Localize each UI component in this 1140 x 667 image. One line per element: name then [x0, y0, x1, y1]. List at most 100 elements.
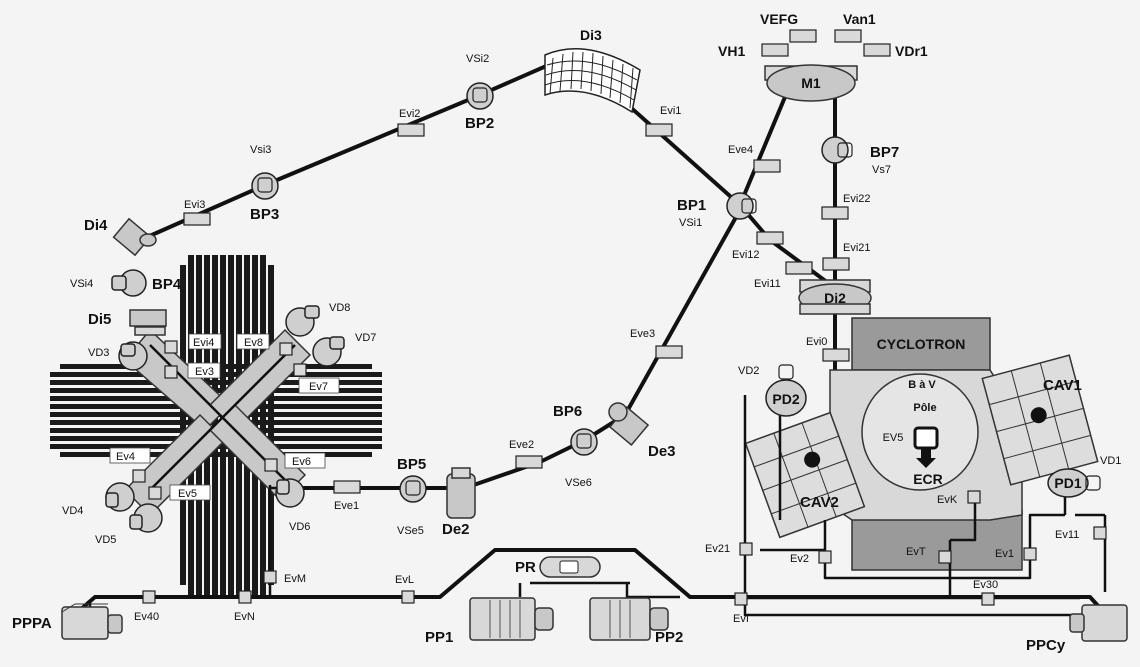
ecr-source-icon: [913, 426, 939, 450]
pump-bp5[interactable]: [399, 475, 427, 503]
de2-label: De2: [442, 521, 470, 538]
pump-bp7[interactable]: [821, 136, 853, 164]
eve1-label: Eve1: [334, 500, 359, 512]
valve-ev21[interactable]: [739, 542, 753, 556]
valve-evi4-body[interactable]: [164, 340, 178, 354]
roots-pump-pr[interactable]: [539, 556, 601, 578]
ev11-label: Ev11: [1055, 529, 1079, 541]
valve-evk[interactable]: [967, 490, 981, 504]
valve-evl[interactable]: [401, 590, 415, 604]
eve4-label: Eve4: [728, 144, 753, 156]
vefg-valve[interactable]: [789, 29, 817, 43]
pump-bp3[interactable]: [251, 172, 279, 200]
valve-ev6-body[interactable]: [264, 458, 278, 472]
vh1-valve[interactable]: [761, 43, 789, 57]
hub-valve-vd7[interactable]: [312, 336, 345, 367]
valve-ev3[interactable]: [187, 362, 221, 379]
valve-eve4[interactable]: [753, 159, 781, 173]
valve-ev5[interactable]: [169, 484, 211, 501]
hub-valve-vd6[interactable]: [275, 478, 305, 508]
primary-pump-pppa[interactable]: [61, 603, 123, 640]
deflector-de3[interactable]: [608, 402, 650, 447]
valve-evi3[interactable]: [183, 212, 211, 226]
valve-eve2[interactable]: [515, 455, 543, 469]
valve-eve3[interactable]: [655, 345, 683, 359]
primary-pump-ppcy[interactable]: [1069, 604, 1128, 642]
valve-ev30[interactable]: [981, 592, 995, 606]
cavity-cav2[interactable]: [744, 411, 866, 539]
evi4-label: Evi4: [193, 337, 214, 349]
vs7-label: Vs7: [872, 164, 891, 176]
valve-ev3-body[interactable]: [164, 365, 178, 379]
hub-valve-vd5[interactable]: [129, 503, 163, 533]
valve-ev4[interactable]: [109, 447, 151, 464]
ev2-label: Ev2: [790, 553, 809, 565]
pump-bp4[interactable]: [111, 269, 147, 297]
valve-ev11[interactable]: [1093, 526, 1107, 540]
valve-evi21[interactable]: [822, 257, 850, 271]
pppa-label: PPPA: [12, 615, 52, 632]
gate-valves: Evi2 Evi3 Evi1 Eve4 Evi22 Evi21 Evi12 Ev…: [109, 105, 1107, 625]
vdr1-valve[interactable]: [863, 43, 891, 57]
evi2-label: Evi2: [399, 108, 420, 120]
valve-evi2[interactable]: [397, 123, 425, 137]
valve-ev6[interactable]: [284, 452, 326, 469]
valve-ev7[interactable]: [298, 377, 340, 394]
evn-label: EvN: [234, 611, 255, 623]
valve-ev8-body[interactable]: [279, 342, 293, 356]
hub-valve-vd4[interactable]: [105, 482, 135, 512]
hub-valve-vd8[interactable]: [285, 305, 320, 337]
valve-ev7-body[interactable]: [293, 363, 307, 377]
di5-label: Di5: [88, 311, 111, 328]
valve-evt[interactable]: [938, 550, 952, 564]
valve-evi0[interactable]: [822, 348, 850, 362]
cavity-cav1[interactable]: [981, 354, 1099, 486]
di4-label: Di4: [84, 217, 108, 234]
evi22-label: Evi22: [843, 193, 871, 205]
valve-evn[interactable]: [238, 590, 252, 604]
valve-evi22[interactable]: [821, 206, 849, 220]
valve-ev40[interactable]: [142, 590, 156, 604]
valve-evi4[interactable]: [188, 333, 222, 350]
valve-evi1[interactable]: [645, 123, 673, 137]
bp6-label: BP6: [553, 403, 582, 420]
magnet-m1[interactable]: M1: [764, 64, 858, 102]
pr-label: PR: [515, 559, 536, 576]
vd2-label: VD2: [738, 365, 759, 377]
valve-ev5-body[interactable]: [148, 486, 162, 500]
di3-label: Di3: [580, 27, 602, 43]
primary-pump-pp2[interactable]: [589, 597, 669, 641]
de3-label: De3: [648, 443, 676, 460]
deflector-de2[interactable]: [446, 467, 476, 519]
pump-bp1[interactable]: [726, 192, 757, 220]
pump-bp2[interactable]: [466, 82, 494, 110]
evt-label: EvT: [906, 546, 926, 558]
valve-evm[interactable]: [263, 570, 277, 584]
dipole-di3[interactable]: [544, 48, 641, 114]
evi0-label: Evi0: [806, 336, 827, 348]
valve-ev2[interactable]: [818, 550, 832, 564]
valve-ev1[interactable]: [1023, 547, 1037, 561]
primary-pump-pp1[interactable]: [469, 597, 554, 641]
ev4-label: Ev4: [116, 451, 135, 463]
ev30-label: Ev30: [973, 579, 998, 591]
van1-valve[interactable]: [834, 29, 862, 43]
pump-pd2[interactable]: PD2: [765, 364, 807, 417]
dipole-di5[interactable]: [129, 309, 167, 336]
hub-valve-vd3[interactable]: [118, 341, 148, 371]
valve-evi[interactable]: [734, 592, 748, 606]
valve-eve1[interactable]: [333, 480, 361, 494]
evi3-label: Evi3: [184, 199, 205, 211]
cyclotron: CYCLOTRON B à V Pôle EV5 ECR: [829, 317, 1023, 571]
valve-evi12[interactable]: [756, 231, 784, 245]
valve-evi11[interactable]: [785, 261, 813, 275]
valve-ev4-body[interactable]: [132, 469, 146, 483]
pump-pd1[interactable]: PD1: [1047, 468, 1101, 498]
valve-ev8[interactable]: [236, 333, 270, 350]
cav2-label: CAV2: [800, 494, 839, 511]
pd1-label: PD1: [1054, 475, 1081, 491]
dipole-di2[interactable]: Di2: [798, 279, 872, 315]
pump-bp6[interactable]: [570, 428, 598, 456]
dipole-di4[interactable]: [112, 217, 157, 257]
